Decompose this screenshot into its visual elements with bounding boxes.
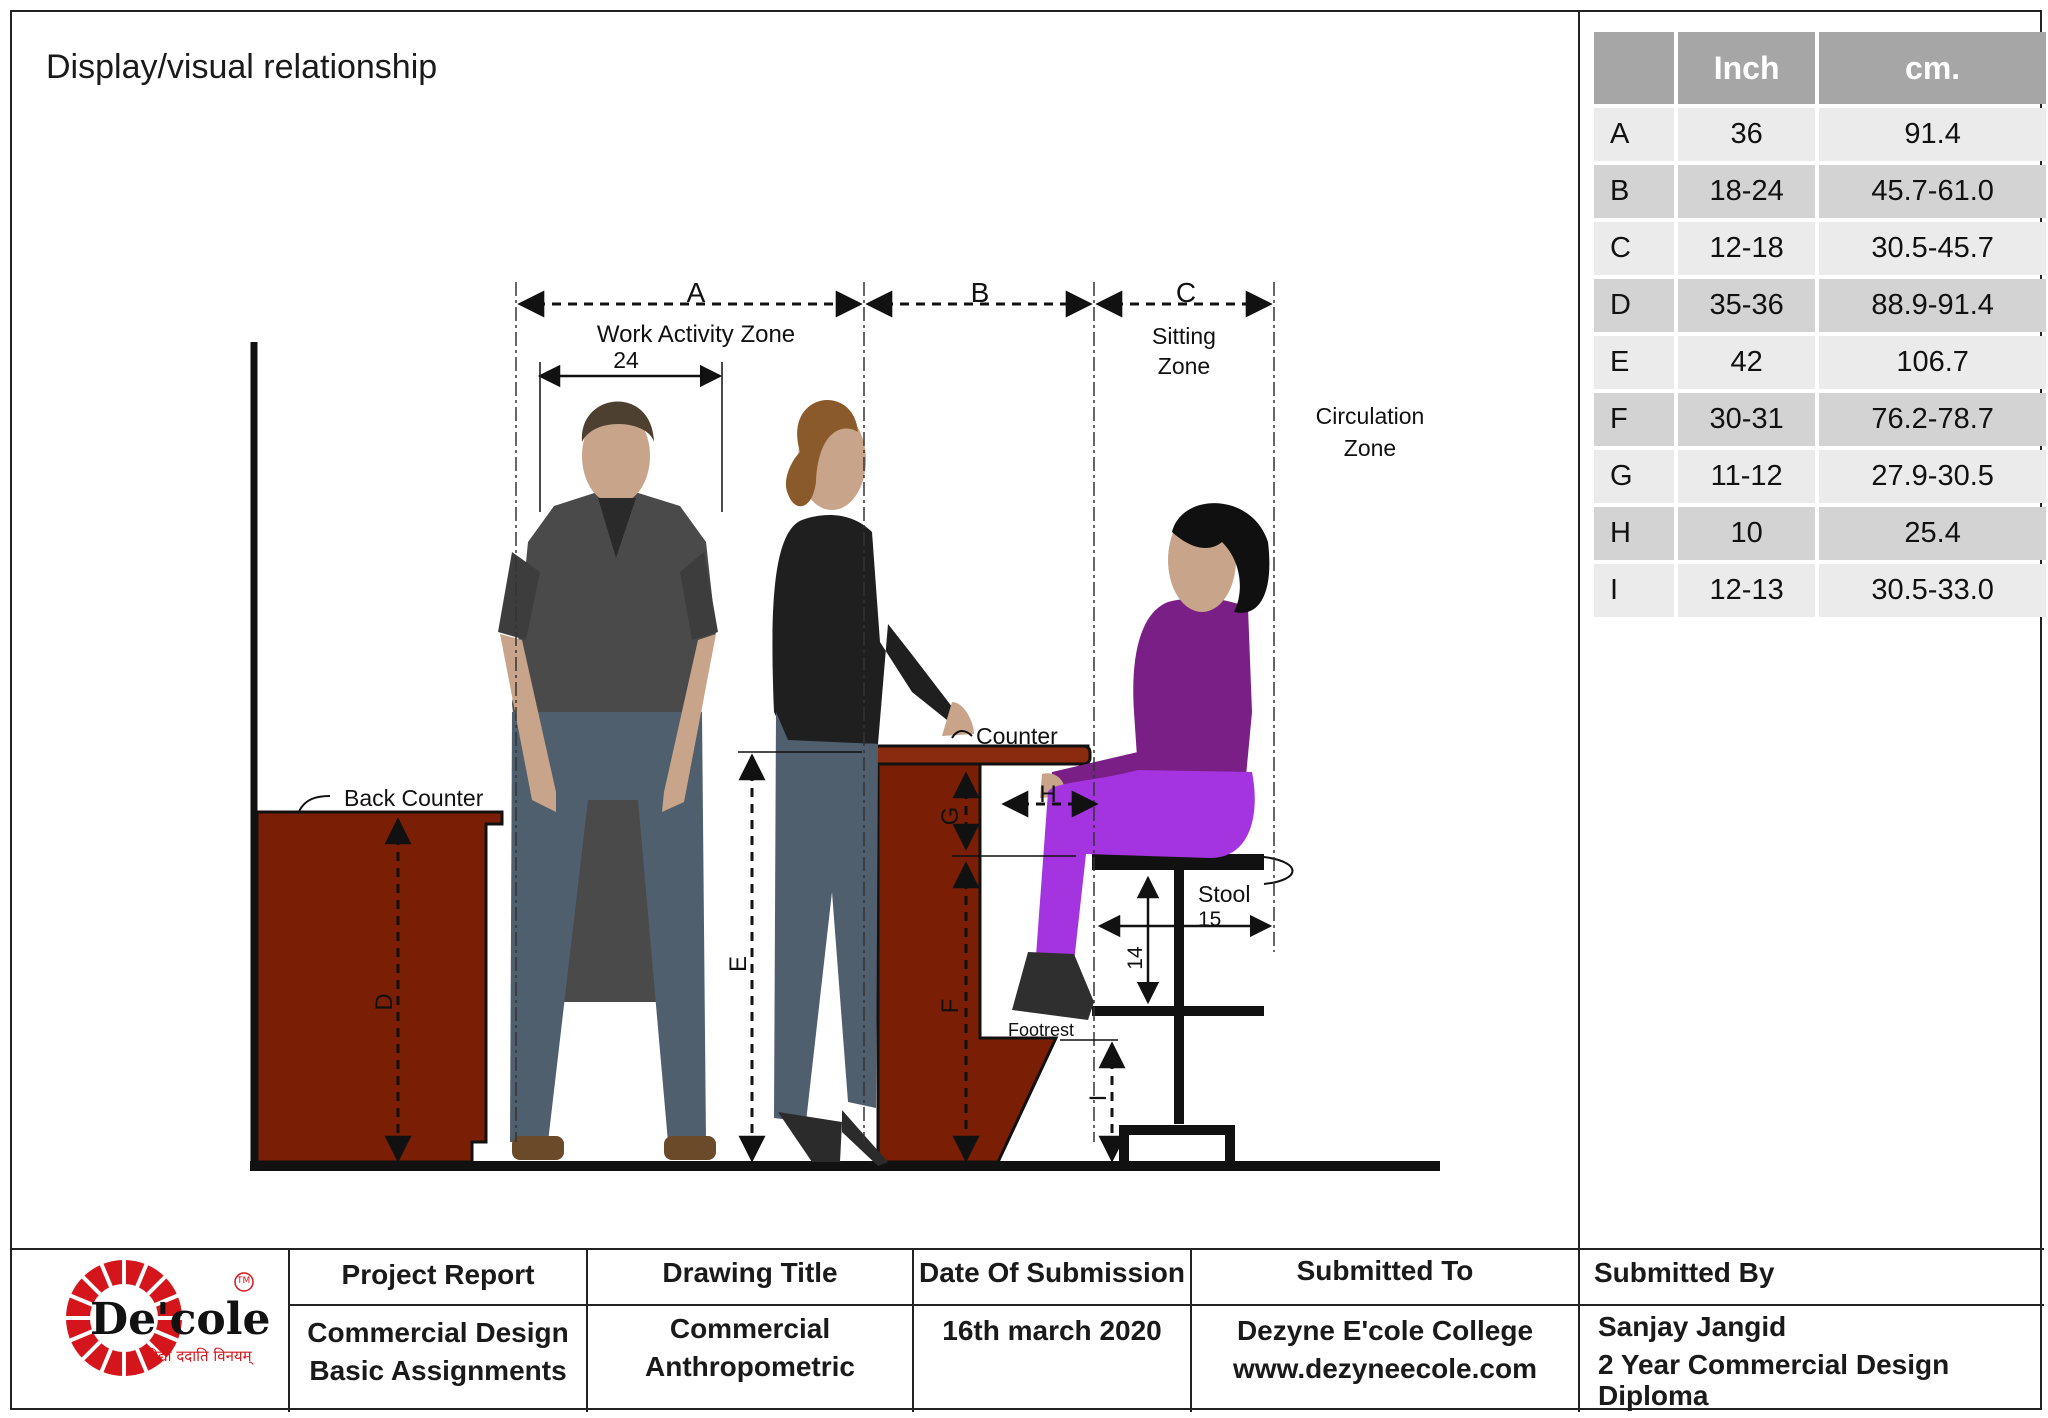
table-cell-letter: G (1594, 450, 1674, 503)
logo-sunburst-icon (64, 1258, 254, 1378)
footer-divider-5 (1578, 1248, 1580, 1412)
vertical-divider (1578, 12, 1580, 1248)
footrest-label: Footrest (1008, 1020, 1074, 1040)
circulation-zone-label-1: Circulation (1316, 403, 1425, 429)
table-cell-letter: H (1594, 507, 1674, 560)
submitted-by-label: Submitted By (1594, 1257, 1775, 1288)
table-cell-letter: F (1594, 393, 1674, 446)
project-report-line-2: Basic Assignments (309, 1355, 567, 1386)
dimension-e-label: E (725, 956, 752, 972)
table-cell-cm: 91.4 (1819, 108, 2046, 161)
submitted-to-line-1: Dezyne E'cole College (1236, 1315, 1534, 1346)
table-cell-cm: 88.9-91.4 (1819, 279, 2046, 332)
standing-man-figure (498, 401, 718, 1160)
table-cell-inch: 36 (1678, 108, 1816, 161)
work-activity-zone-label: Work Activity Zone (597, 321, 795, 348)
table-cell-inch: 11-12 (1678, 450, 1816, 503)
dimension-c-label: C (1176, 277, 1196, 308)
table-cell-inch: 35-36 (1678, 279, 1816, 332)
dimension-g-label: G (937, 807, 964, 826)
back-counter-label: Back Counter (344, 785, 484, 811)
table-cell-inch: 42 (1678, 336, 1816, 389)
drawing-title-line-1: Commercial (669, 1313, 831, 1344)
table-cell-letter: E (1594, 336, 1674, 389)
table-header-row: Inch cm. (1594, 32, 2046, 104)
stool (1092, 854, 1294, 1162)
stool-label: Stool (1198, 881, 1250, 907)
table-header-inch: Inch (1678, 32, 1816, 104)
submitted-by-line-1: Sanjay Jangid (1598, 1311, 1787, 1342)
table-cell-letter: I (1594, 564, 1674, 617)
submitted-by-line-3: Diploma (1598, 1380, 1709, 1411)
footer-mid-rule (288, 1304, 2044, 1306)
dimension-d-label: D (371, 993, 398, 1010)
footer-divider-2 (586, 1248, 588, 1412)
table-cell-inch: 30-31 (1678, 393, 1816, 446)
table-header-blank (1594, 32, 1674, 104)
table-cell-cm: 25.4 (1819, 507, 2046, 560)
table-header-cm: cm. (1819, 32, 2046, 104)
logo-name: De'cole (90, 1294, 271, 1345)
table-cell-cm: 30.5-45.7 (1819, 222, 2046, 275)
college-logo: De'cole TM विद्या ददाति विनयम् (48, 1254, 278, 1404)
table-cell-inch: 18-24 (1678, 165, 1816, 218)
back-counter (255, 810, 504, 1164)
table-cell-letter: C (1594, 222, 1674, 275)
sitting-zone-label-1: Sitting (1152, 323, 1216, 349)
footer-divider-1 (288, 1248, 290, 1412)
dimension-b-label: B (971, 277, 990, 308)
counter-label: Counter (976, 723, 1058, 749)
stool-15-label: 15 (1198, 908, 1221, 931)
project-report-line-1: Commercial Design (307, 1317, 569, 1348)
table-cell-letter: B (1594, 165, 1674, 218)
dimension-f-label: F (937, 999, 964, 1014)
date-value: 16th march 2020 (942, 1315, 1162, 1346)
table-cell-cm: 76.2-78.7 (1819, 393, 2046, 446)
circulation-zone-label-2: Zone (1344, 435, 1396, 461)
table-cell-letter: A (1594, 108, 1674, 161)
footer-divider-4 (1190, 1248, 1192, 1412)
table-cell-letter: D (1594, 279, 1674, 332)
logo-trademark: TM (237, 1276, 251, 1286)
project-report-label: Project Report (341, 1259, 535, 1290)
footer-divider-3 (912, 1248, 914, 1412)
submitted-to-line-2: www.dezyneecole.com (1233, 1353, 1537, 1384)
standing-woman-figure (772, 399, 974, 1166)
width-24-label: 24 (613, 347, 639, 373)
footer-top-border (12, 1248, 2044, 1250)
drawing-sheet: Display/visual relationship (10, 10, 2046, 1412)
sitting-zone-label-2: Zone (1158, 353, 1210, 379)
anthropometric-drawing: A B C Work Activity Zone 24 Sitting Zone… (250, 277, 1440, 1171)
table-cell-cm: 27.9-30.5 (1819, 450, 2046, 503)
table-cell-cm: 30.5-33.0 (1819, 564, 2046, 617)
table-cell-inch: 10 (1678, 507, 1816, 560)
date-label: Date Of Submission (918, 1257, 1186, 1288)
dimension-a-label: A (687, 277, 706, 308)
drawing-title-label: Drawing Title (662, 1257, 838, 1288)
stool-14-label: 14 (1124, 946, 1147, 970)
logo-tagline: विद्या ददाति विनयम् (146, 1347, 252, 1365)
table-cell-cm: 106.7 (1819, 336, 2046, 389)
submitted-to-label: Submitted To (1296, 1255, 1474, 1286)
table-cell-inch: 12-18 (1678, 222, 1816, 275)
table-cell-cm: 45.7-61.0 (1819, 165, 2046, 218)
drawing-title-line-2: Anthropometric (645, 1351, 855, 1382)
dimension-i-label: I (1085, 1095, 1112, 1102)
submitted-by-line-2: 2 Year Commercial Design (1598, 1349, 1950, 1380)
page-title: Display/visual relationship (46, 48, 438, 86)
sitting-woman-figure (1012, 503, 1270, 1020)
table-cell-inch: 12-13 (1678, 564, 1816, 617)
dimension-h-label: H (1039, 781, 1056, 808)
